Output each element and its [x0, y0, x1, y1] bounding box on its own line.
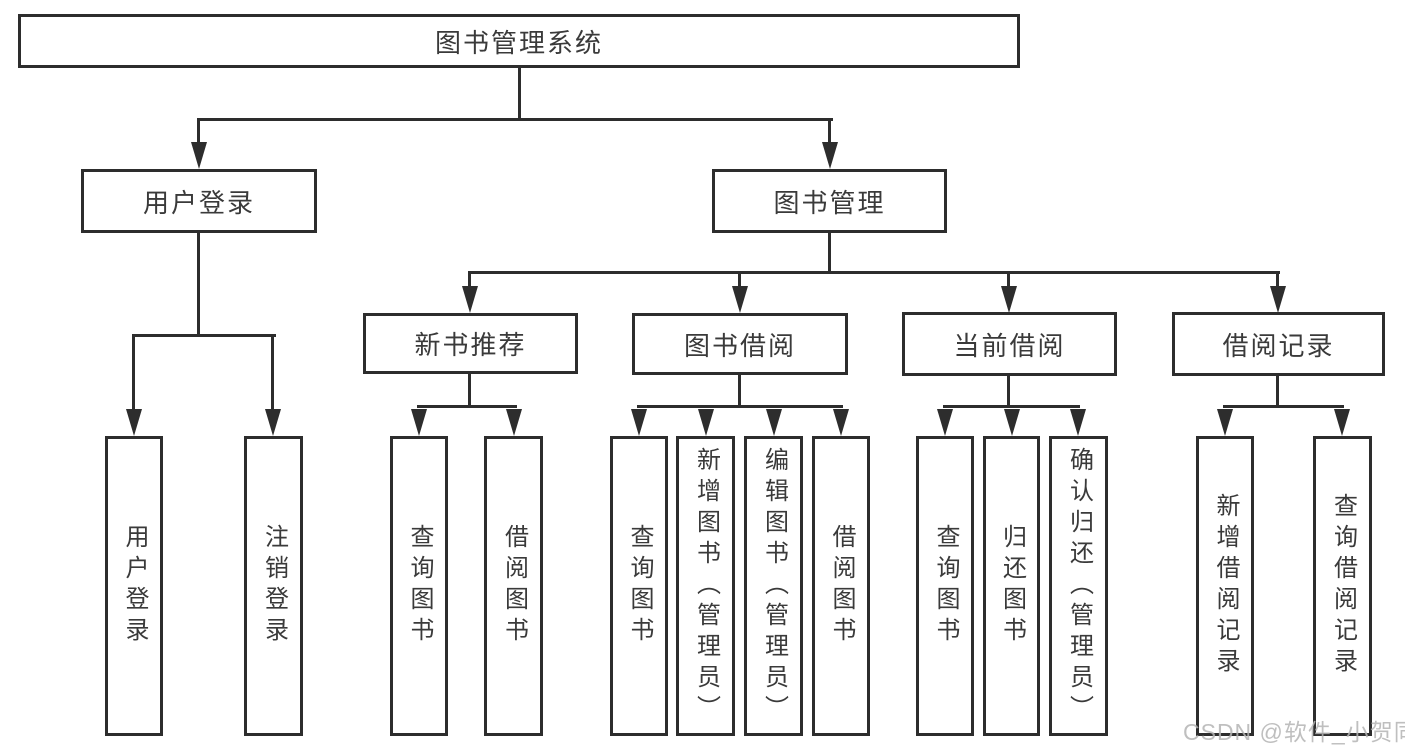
- connector-drop-user-login: [197, 118, 200, 148]
- arrowhead-leaf-login: [126, 409, 142, 436]
- arrowhead-book-borrow: [732, 286, 748, 313]
- arrowhead-leaf: [766, 409, 782, 436]
- arrowhead-new-book: [462, 286, 478, 313]
- leaf-return-book: 归还图书: [983, 436, 1040, 736]
- csdn-watermark: CSDN @软件_小贺同学: [1183, 719, 1405, 745]
- arrowhead-user-login: [191, 142, 207, 169]
- node-current-borrow: 当前借阅: [902, 312, 1117, 376]
- arrowhead-leaf: [506, 409, 522, 436]
- leaf-confirm-return-admin: 确认归还（管理员）: [1049, 436, 1108, 736]
- connector-level3-bar: [468, 271, 1280, 274]
- arrowhead-borrow-records: [1270, 286, 1286, 313]
- connector-new-book-bar: [417, 405, 517, 408]
- connector-current-borrow-trunk: [1007, 376, 1010, 408]
- leaf-query-books-borrow: 查询图书: [610, 436, 668, 736]
- connector-drop-leaf-login: [132, 334, 135, 412]
- connector-book-mgmt-trunk: [828, 233, 831, 274]
- arrowhead-leaf: [937, 409, 953, 436]
- arrowhead-leaf: [1004, 409, 1020, 436]
- connector-current-borrow-bar: [943, 405, 1080, 408]
- leaf-add-borrow-record: 新增借阅记录: [1196, 436, 1254, 736]
- arrowhead-leaf: [1334, 409, 1350, 436]
- connector-user-login-trunk: [197, 233, 200, 337]
- connector-drop-book-mgmt: [828, 118, 831, 148]
- leaf-borrow-books: 借阅图书: [812, 436, 870, 736]
- leaf-query-borrow-record: 查询借阅记录: [1313, 436, 1372, 736]
- leaf-edit-book-admin: 编辑图书（管理员）: [744, 436, 803, 736]
- connector-book-borrow-bar: [637, 405, 843, 408]
- connector-drop-borrow-records: [1276, 271, 1279, 289]
- connector-book-borrow-trunk: [738, 375, 741, 408]
- arrowhead-leaf: [1217, 409, 1233, 436]
- connector-level2-bar: [197, 118, 833, 121]
- connector-drop-book-borrow: [738, 271, 741, 289]
- arrowhead-leaf: [631, 409, 647, 436]
- node-book-borrow: 图书借阅: [632, 313, 848, 375]
- node-user-login: 用户登录: [81, 169, 317, 233]
- leaf-user-login: 用户登录: [105, 436, 163, 736]
- connector-borrow-records-trunk: [1276, 376, 1279, 408]
- connector-borrow-records-bar: [1223, 405, 1344, 408]
- arrowhead-leaf-logout: [265, 409, 281, 436]
- leaf-logout: 注销登录: [244, 436, 303, 736]
- leaf-borrow-books-recommend: 借阅图书: [484, 436, 543, 736]
- connector-root-trunk: [518, 68, 521, 119]
- node-borrow-records: 借阅记录: [1172, 312, 1385, 376]
- leaf-add-book-admin: 新增图书（管理员）: [676, 436, 735, 736]
- arrowhead-current-borrow: [1001, 286, 1017, 313]
- leaf-query-books-recommend: 查询图书: [390, 436, 448, 736]
- arrowhead-book-mgmt: [822, 142, 838, 169]
- node-book-management: 图书管理: [712, 169, 947, 233]
- arrowhead-leaf: [698, 409, 714, 436]
- node-new-book-recommend: 新书推荐: [363, 313, 578, 374]
- arrowhead-leaf: [833, 409, 849, 436]
- connector-new-book-trunk: [468, 374, 471, 408]
- connector-drop-new-book: [468, 271, 471, 289]
- node-root-system: 图书管理系统: [18, 14, 1020, 68]
- arrowhead-leaf: [1070, 409, 1086, 436]
- connector-drop-current-borrow: [1007, 271, 1010, 289]
- leaf-query-books-current: 查询图书: [916, 436, 974, 736]
- arrowhead-leaf: [411, 409, 427, 436]
- connector-user-login-bar: [132, 334, 276, 337]
- connector-drop-leaf-logout: [271, 334, 274, 412]
